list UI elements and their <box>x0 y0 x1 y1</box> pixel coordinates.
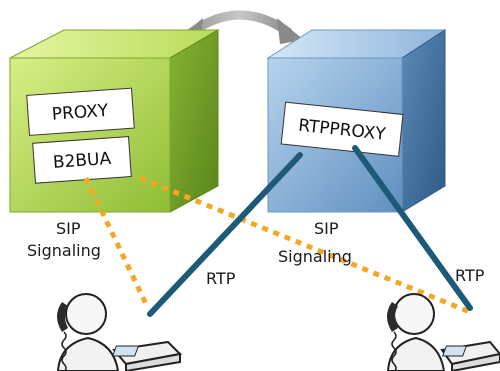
rtpproxy-server <box>266 29 447 213</box>
b2bua-card: B2BUA <box>32 136 132 184</box>
rtp-right-label: RTP <box>455 266 485 285</box>
rtp-line-left <box>147 152 303 317</box>
rtpproxy-card: RTPPROXY <box>280 101 404 157</box>
sip-left-label-1: SIP <box>56 219 81 238</box>
proxy-card: PROXY <box>26 87 135 136</box>
phone-user-icon-right <box>386 293 500 371</box>
proxy-label: PROXY <box>51 101 109 125</box>
phone-user-icon <box>56 293 183 371</box>
sip-right-label-2: Signaling <box>278 247 352 266</box>
rtp-line-right <box>352 145 473 311</box>
rtp-left-label: RTP <box>206 269 236 288</box>
rtp-lines <box>147 145 473 317</box>
b2bua-label: B2BUA <box>52 149 112 173</box>
sip-left-label-2: Signaling <box>27 241 101 260</box>
sip-right-label-1: SIP <box>314 219 339 238</box>
